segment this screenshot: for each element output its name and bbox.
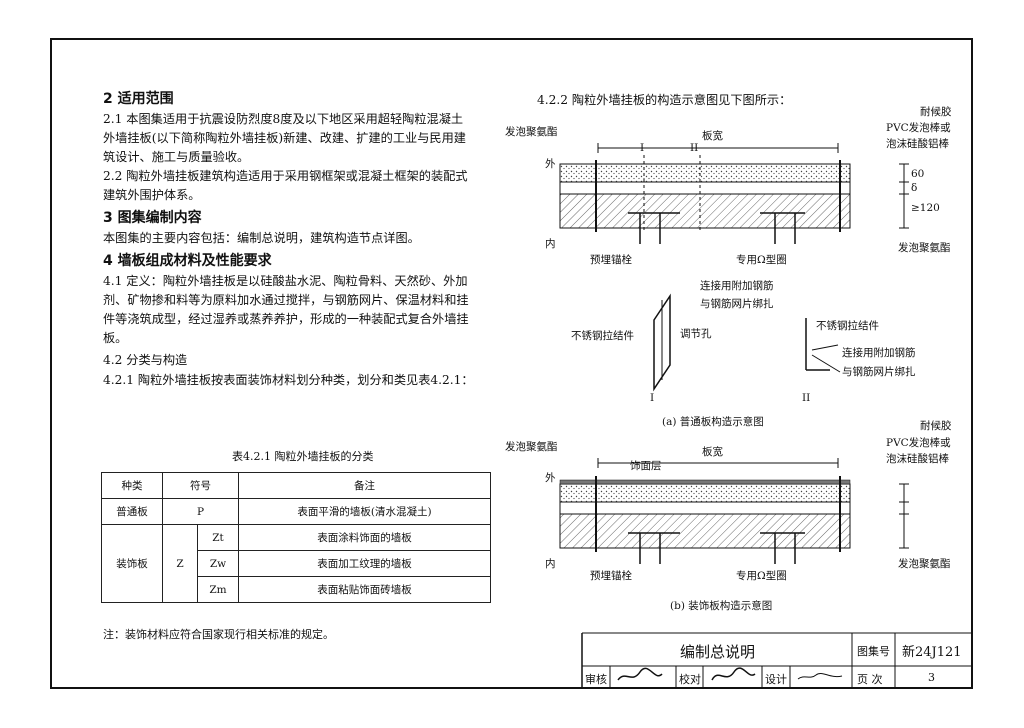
table-cell-symbol-decor: Z bbox=[162, 524, 198, 603]
label-sealant-left-b: 发泡聚氨酯 bbox=[505, 441, 558, 453]
label-pvc2-b: 泡沫硅酸铝棒 bbox=[886, 453, 949, 465]
section3-heading: 3 图集编制内容 bbox=[103, 210, 202, 226]
design-label: 设计 bbox=[765, 673, 787, 686]
label-anchor-a: 预埋锚栓 bbox=[590, 254, 632, 266]
table-cell-sub-2: Zw bbox=[197, 550, 239, 577]
section3-p1: 本图集的主要内容包括：编制总说明，建筑构造节点详图。 bbox=[103, 231, 420, 245]
label-width-a: 板宽 bbox=[702, 130, 723, 142]
label-pvc1-a: PVC发泡棒或 bbox=[886, 122, 951, 134]
label-conn4: 与钢筋网片绑扎 bbox=[842, 366, 916, 378]
atlas-number: 新24J121 bbox=[902, 645, 962, 660]
label-outside-b: 外 bbox=[545, 472, 556, 484]
label-pvc1-b: PVC发泡棒或 bbox=[886, 437, 951, 449]
section2-p1-line1: 2.1 本图集适用于抗震设防烈度8度及以下地区采用超轻陶粒混凝土 bbox=[103, 112, 464, 126]
label-omega-a: 专用Ω型圈 bbox=[736, 254, 787, 266]
table-cell-symbol-common: P bbox=[162, 498, 239, 525]
label-tie-right: 不锈钢拉结件 bbox=[816, 320, 879, 332]
section4-p1-line2: 剂、矿物掺和料等为原料加水通过搅拌，与钢筋网片、保温材料和挂 bbox=[103, 293, 469, 307]
title-block-title: 编制总说明 bbox=[680, 643, 756, 661]
section4-p3: 4.2.1 陶粒外墙挂板按表面装饰材料划分种类，划分和类见表4.2.1： bbox=[103, 373, 474, 387]
label-adjust-hole: 调节孔 bbox=[680, 328, 712, 340]
drawing-frame bbox=[50, 38, 973, 689]
classification-table: 种类 符号 备注 普通板 P 表面平滑的墙板(清水混凝土) 装饰板 Z Zt 表… bbox=[101, 472, 491, 603]
label-conn1: 连接用附加钢筋 bbox=[700, 280, 774, 292]
label-pvc2-a: 泡沫硅酸铝棒 bbox=[886, 138, 949, 150]
section4-p1-line3: 件等浇筑成型，经过湿养或蒸养养护，形成的一种装配式复合外墙挂 bbox=[103, 312, 469, 326]
label-omega-b: 专用Ω型圈 bbox=[736, 570, 787, 582]
table-cell-note-decor-1: 表面涂料饰面的墙板 bbox=[238, 524, 491, 551]
section4-p4: 4.2.2 陶粒外墙挂板的构造示意图见下图所示： bbox=[537, 93, 792, 107]
section2-p2-line2: 建筑外围护体系。 bbox=[103, 188, 201, 202]
section2-p2-line1: 2.2 陶粒外墙挂板建筑构造适用于采用钢框架或混凝土框架的装配式 bbox=[103, 169, 468, 183]
label-weather-glue-a: 耐候胶 bbox=[920, 106, 952, 118]
table-cell-note-common: 表面平滑的墙板(清水混凝土) bbox=[238, 498, 491, 525]
label-mark-i: I bbox=[640, 142, 645, 154]
label-tie-left: 不锈钢拉结件 bbox=[571, 330, 634, 342]
label-width-b: 板宽 bbox=[702, 446, 723, 458]
caption-a: (a) 普通板构造示意图 bbox=[662, 416, 764, 428]
title-block-lines bbox=[581, 632, 973, 689]
panel-a bbox=[559, 143, 909, 244]
review-label: 审核 bbox=[585, 673, 607, 686]
table-caption: 表4.2.1 陶粒外墙挂板的分类 bbox=[232, 450, 374, 463]
label-sealant-left-a: 发泡聚氨酯 bbox=[505, 126, 558, 138]
label-dim-60-a: 60 bbox=[911, 168, 925, 180]
page-number: 3 bbox=[928, 671, 935, 684]
label-dim-delta-a: δ bbox=[911, 182, 918, 194]
label-roman-ii: II bbox=[802, 392, 811, 404]
section4-p2: 4.2 分类与构造 bbox=[103, 353, 188, 367]
table-cell-sub-1: Zt bbox=[197, 524, 239, 551]
section4-p1-line1: 4.1 定义：陶粒外墙挂板是以硅酸盐水泥、陶粒骨料、天然砂、外加 bbox=[103, 274, 468, 288]
label-roman-i: I bbox=[650, 392, 655, 404]
label-inside-a: 内 bbox=[545, 238, 556, 250]
table-cell-sub-3: Zm bbox=[197, 576, 239, 603]
section4-heading: 4 墙板组成材料及性能要求 bbox=[103, 253, 272, 269]
page-label: 页 次 bbox=[857, 673, 883, 686]
label-sealant-right-b: 发泡聚氨酯 bbox=[898, 558, 951, 570]
section4-p1-line4: 板。 bbox=[103, 331, 128, 345]
label-finish-b: 饰面层 bbox=[630, 460, 662, 472]
label-mark-ii: II bbox=[690, 142, 699, 154]
atlas-label: 图集号 bbox=[857, 645, 890, 658]
caption-b: (b) 装饰板构造示意图 bbox=[670, 600, 773, 612]
table-cell-note-decor-2: 表面加工纹理的墙板 bbox=[238, 550, 491, 577]
panel-b bbox=[559, 458, 909, 564]
detail-ties bbox=[653, 293, 841, 392]
label-conn2: 与钢筋网片绑扎 bbox=[700, 298, 774, 310]
check-label: 校对 bbox=[679, 673, 701, 686]
section2-p1-line3: 筑设计、施工与质量验收。 bbox=[103, 150, 250, 164]
label-conn3: 连接用附加钢筋 bbox=[842, 347, 916, 359]
table-cell-kind-decor: 装饰板 bbox=[101, 524, 163, 603]
label-sealant-right-a: 发泡聚氨酯 bbox=[898, 242, 951, 254]
label-weather-glue-b: 耐候胶 bbox=[920, 420, 952, 432]
table-note: 注：装饰材料应符合国家现行相关标准的规定。 bbox=[103, 628, 334, 641]
label-dim-120-a: ≥120 bbox=[911, 202, 940, 214]
section2-p1-line2: 外墙挂板(以下简称陶粒外墙挂板)新建、改建、扩建的工业与民用建 bbox=[103, 131, 466, 145]
table-cell-note-decor-3: 表面粘贴饰面砖墙板 bbox=[238, 576, 491, 603]
section2-heading: 2 适用范围 bbox=[103, 91, 174, 107]
label-inside-b: 内 bbox=[545, 558, 556, 570]
label-outside-a: 外 bbox=[545, 158, 556, 170]
label-anchor-b: 预埋锚栓 bbox=[590, 570, 632, 582]
